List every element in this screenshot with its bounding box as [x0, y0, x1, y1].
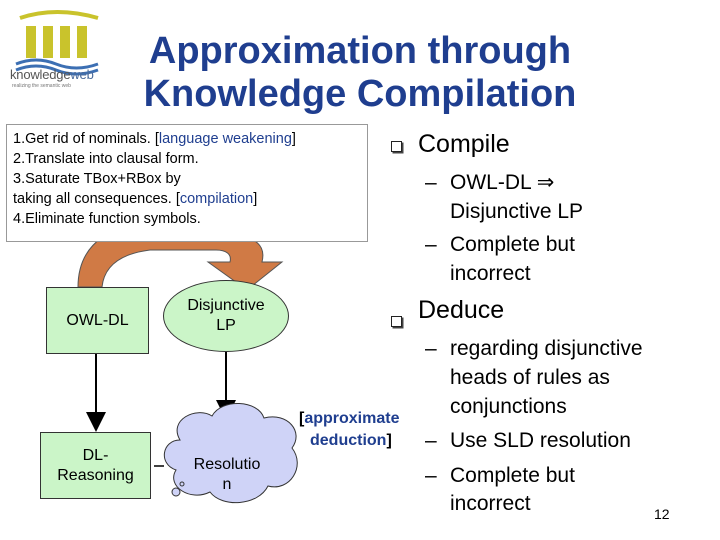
step-4: 4.Eliminate function symbols.: [13, 211, 201, 227]
bullet-compile: Compile: [418, 130, 510, 158]
deduce-sub-2-line-1: Use SLD resolution: [450, 429, 631, 452]
deduce-sub-1-line-1: regarding disjunctive: [450, 337, 643, 360]
deduction-label: deduction]: [310, 432, 392, 449]
step-1: 1.Get rid of nominals. [language weakeni…: [13, 131, 296, 147]
compilation-steps-box: 1.Get rid of nominals. [language weakeni…: [6, 124, 368, 242]
dash-marker: –: [425, 464, 437, 487]
deduce-sub-3-line-2: incorrect: [450, 492, 531, 515]
dash-marker: –: [425, 429, 437, 452]
resolution-cloud: [164, 403, 298, 504]
deduce-sub-1-line-3: conjunctions: [450, 395, 567, 418]
compile-sub-1-line-2: Disjunctive LP: [450, 200, 584, 223]
compile-sub-2-line-2: incorrect: [450, 262, 531, 285]
owl-dl-box: OWL-DL: [46, 287, 149, 354]
page-number: 12: [654, 506, 670, 522]
deduce-sub-1-line-2: heads of rules as: [450, 366, 610, 389]
step-3: 3.Saturate TBox+RBox by: [13, 171, 181, 187]
bullet-deduce: Deduce: [418, 296, 505, 324]
deduce-sub-3-line-1: Complete but: [450, 464, 575, 487]
step-3-cont: taking all consequences. [compilation]: [13, 191, 258, 207]
compile-sub-1-line-1: OWL-DL ⇒: [450, 171, 555, 194]
compile-sub-2-line-1: Complete but: [450, 233, 575, 256]
slide-title-line-1: Approximation through: [148, 30, 572, 72]
slide-title-line-2: Knowledge Compilation: [143, 73, 577, 115]
dash-marker: –: [425, 171, 437, 194]
step-2: 2.Translate into clausal form.: [13, 151, 199, 167]
dl-reasoning-box: DL-Reasoning: [40, 432, 151, 499]
approximate-label: [approximate: [299, 410, 400, 427]
bullet-square-icon: [391, 316, 402, 327]
knowledgeweb-logo: [15, 10, 99, 76]
dash-marker: –: [425, 233, 437, 256]
logo-tagline: realizing the semantic web: [12, 83, 71, 89]
logo-wordmark: knowledgeweb: [10, 67, 94, 82]
bullet-square-icon: [391, 141, 402, 152]
dash-marker: –: [425, 337, 437, 360]
